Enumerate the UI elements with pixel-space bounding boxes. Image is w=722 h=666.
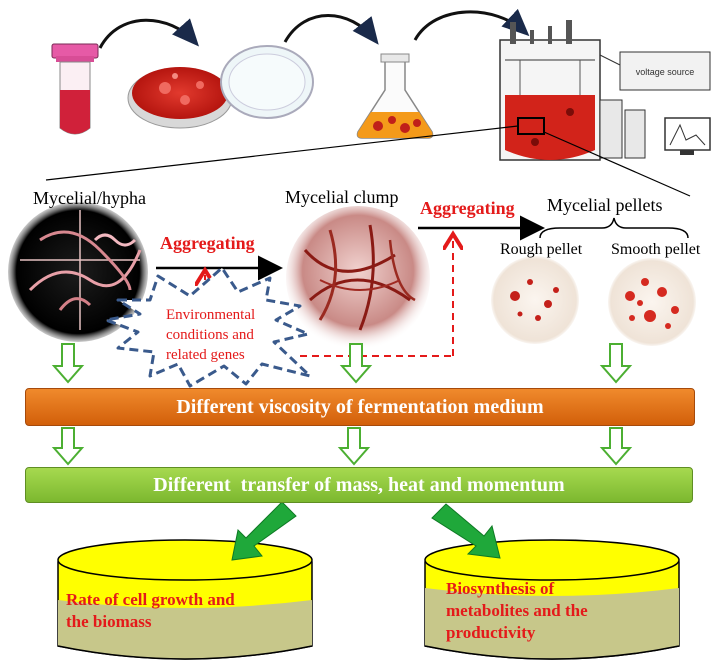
aggregating-label-1: Aggregating: [160, 233, 255, 253]
biosynth-line-2: metabolites and the: [446, 601, 588, 620]
culture-tube-icon: [51, 43, 99, 135]
biosynthesis-result-text: Biosynthesis of metabolites and the prod…: [446, 578, 588, 644]
growth-result-text: Rate of cell growth and the biomass: [66, 589, 235, 633]
clump-image: [286, 206, 430, 350]
down-arrow-2b: [337, 427, 371, 466]
flask-icon: [356, 53, 434, 139]
hypha-image: [8, 202, 148, 342]
growth-line-1: Rate of cell growth and: [66, 590, 235, 609]
biosynthesis-tank: [424, 539, 680, 660]
down-arrow-1b: [339, 343, 373, 384]
environment-starburst: [104, 266, 312, 388]
mycelial-pellets-label: Mycelial pellets: [547, 195, 663, 215]
aggregating-label-2: Aggregating: [420, 198, 515, 218]
smooth-pellet-label: Smooth pellet: [611, 241, 701, 258]
rough-pellet-label: Rough pellet: [500, 241, 583, 258]
curved-arrow-2: [283, 14, 379, 45]
voltage-source-label: voltage source: [636, 67, 695, 77]
rough-pellet-image: [491, 256, 579, 344]
transfer-bar-text: Different transfer of mass, heat and mom…: [153, 473, 565, 496]
green-arrow-right: [431, 503, 501, 559]
zoom-line-right: [543, 131, 691, 197]
curved-arrow-1: [98, 18, 200, 49]
green-arrow-left: [231, 501, 297, 561]
env-label-line3: related genes: [166, 347, 245, 363]
biosynth-line-3: productivity: [446, 623, 536, 642]
smooth-pellet-image: [608, 258, 696, 346]
viscosity-bar-text: Different viscosity of fermentation medi…: [176, 395, 544, 418]
mycelial-clump-label: Mycelial clump: [285, 187, 399, 207]
pellet-brace: [539, 217, 689, 239]
growth-line-2: the biomass: [66, 612, 152, 631]
petri-dish-icon: [127, 45, 314, 129]
down-arrow-1c: [599, 343, 633, 384]
env-label-line1: Environmental: [166, 307, 256, 323]
biosynth-line-1: Biosynthesis of: [446, 579, 555, 598]
down-arrow-2c: [599, 427, 633, 466]
viscosity-bar: Different viscosity of fermentation medi…: [25, 388, 695, 426]
down-arrow-2a: [51, 427, 85, 466]
bioreactor-icon: voltage source: [499, 20, 711, 161]
env-label-line2: conditions and: [166, 327, 254, 343]
transfer-bar: Different transfer of mass, heat and mom…: [25, 467, 693, 503]
mycelial-hypha-label: Mycelial/hypha: [33, 188, 146, 208]
zoom-line-left: [45, 125, 519, 181]
down-arrow-1a: [51, 343, 85, 384]
curved-arrow-3: [413, 8, 530, 41]
